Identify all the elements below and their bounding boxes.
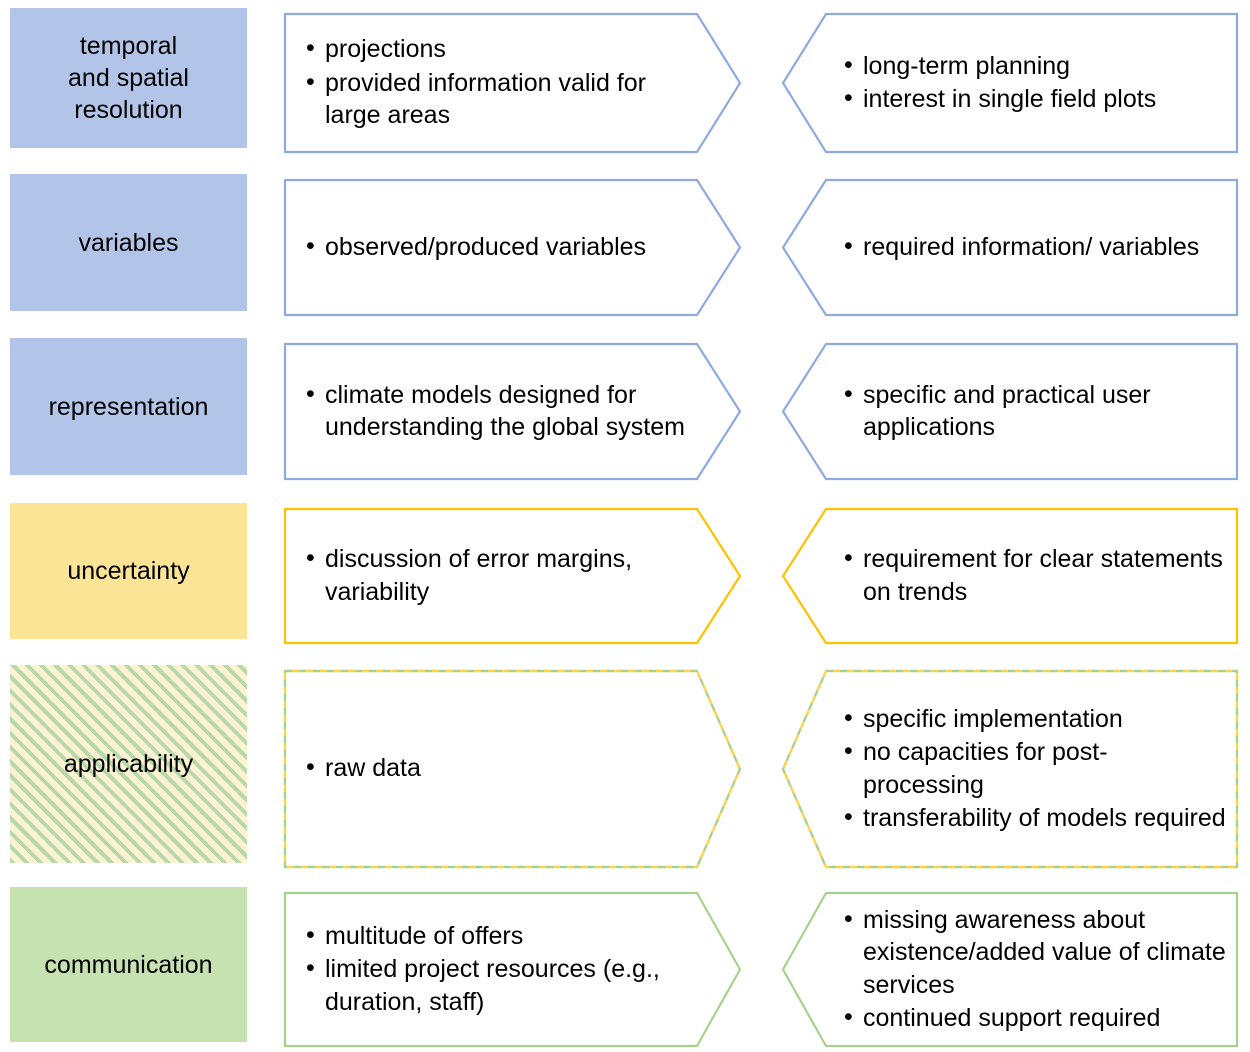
user-side-chevron: required information/ variables bbox=[782, 179, 1238, 316]
user-side-content: specific implementationno capacities for… bbox=[782, 670, 1238, 868]
left-bullet-list: observed/produced variables bbox=[304, 230, 691, 265]
left-bullet-list: projectionsprovided information valid fo… bbox=[304, 32, 691, 133]
bullet-item: projections bbox=[304, 32, 691, 66]
provider-side-content: projectionsprovided information valid fo… bbox=[284, 13, 741, 153]
bullet-item: long-term planning bbox=[842, 49, 1228, 83]
right-bullet-list: required information/ variables bbox=[842, 230, 1228, 265]
provider-side-chevron: multitude of offerslimited project resou… bbox=[284, 892, 741, 1047]
category-label-variables: variables bbox=[10, 174, 247, 311]
user-side-chevron: missing awareness about existence/added … bbox=[782, 892, 1238, 1047]
bullet-item: specific implementation bbox=[842, 702, 1228, 736]
left-bullet-list: climate models designed for understandin… bbox=[304, 378, 691, 445]
bullet-item: limited project resources (e.g., duratio… bbox=[304, 952, 691, 1018]
user-side-chevron: requirement for clear statements on tren… bbox=[782, 508, 1238, 644]
user-side-content: requirement for clear statements on tren… bbox=[782, 508, 1238, 644]
bullet-item: interest in single field plots bbox=[842, 82, 1228, 116]
right-bullet-list: requirement for clear statements on tren… bbox=[842, 542, 1228, 609]
provider-side-content: observed/produced variables bbox=[284, 179, 741, 316]
bullet-item: discussion of error margins, variability bbox=[304, 542, 691, 608]
category-label-text: applicability bbox=[63, 750, 194, 778]
category-label-applicability: applicability bbox=[10, 665, 247, 863]
bullet-item: raw data bbox=[304, 751, 691, 785]
right-bullet-list: missing awareness about existence/added … bbox=[842, 903, 1228, 1036]
provider-side-content: climate models designed for understandin… bbox=[284, 343, 741, 480]
left-bullet-list: raw data bbox=[304, 751, 691, 786]
user-side-chevron: specific implementationno capacities for… bbox=[782, 670, 1238, 868]
bullet-item: transferability of models required bbox=[842, 801, 1228, 835]
bullet-item: specific and practical user applications bbox=[842, 378, 1228, 444]
right-bullet-list: specific and practical user applications bbox=[842, 378, 1228, 445]
category-label-communication: communication bbox=[10, 887, 247, 1042]
right-bullet-list: long-term planninginterest in single fie… bbox=[842, 49, 1228, 117]
left-bullet-list: multitude of offerslimited project resou… bbox=[304, 919, 691, 1020]
provider-side-content: raw data bbox=[284, 670, 741, 868]
user-side-content: long-term planninginterest in single fie… bbox=[782, 13, 1238, 153]
user-side-content: required information/ variables bbox=[782, 179, 1238, 316]
category-label-text: variables bbox=[78, 228, 179, 257]
category-label-text: communication bbox=[44, 950, 213, 979]
bullet-item: no capacities for post-processing bbox=[842, 735, 1228, 801]
user-side-chevron: long-term planninginterest in single fie… bbox=[782, 13, 1238, 153]
bullet-item: multitude of offers bbox=[304, 919, 691, 953]
provider-side-content: discussion of error margins, variability bbox=[284, 508, 741, 644]
category-label-uncertainty: uncertainty bbox=[10, 503, 247, 639]
bullet-item: provided information valid for large are… bbox=[304, 66, 691, 132]
bullet-item: required information/ variables bbox=[842, 230, 1228, 264]
user-side-content: specific and practical user applications bbox=[782, 343, 1238, 480]
provider-side-chevron: discussion of error margins, variability bbox=[284, 508, 741, 644]
bullet-item: requirement for clear statements on tren… bbox=[842, 542, 1228, 608]
bullet-item: continued support required bbox=[842, 1001, 1228, 1035]
provider-side-chevron: climate models designed for understandin… bbox=[284, 343, 741, 480]
category-label-representation: representation bbox=[10, 338, 247, 475]
bullet-item: observed/produced variables bbox=[304, 230, 691, 264]
user-side-content: missing awareness about existence/added … bbox=[782, 892, 1238, 1047]
provider-side-content: multitude of offerslimited project resou… bbox=[284, 892, 741, 1047]
user-side-chevron: specific and practical user applications bbox=[782, 343, 1238, 480]
bullet-item: missing awareness about existence/added … bbox=[842, 903, 1228, 1002]
provider-side-chevron: observed/produced variables bbox=[284, 179, 741, 316]
right-bullet-list: specific implementationno capacities for… bbox=[842, 702, 1228, 836]
provider-side-chevron: projectionsprovided information valid fo… bbox=[284, 13, 741, 153]
category-label-text: representation bbox=[48, 392, 209, 421]
bullet-item: climate models designed for understandin… bbox=[304, 378, 691, 444]
left-bullet-list: discussion of error margins, variability bbox=[304, 542, 691, 609]
provider-side-chevron: raw data bbox=[284, 670, 741, 868]
category-label-text: uncertainty bbox=[67, 557, 190, 585]
